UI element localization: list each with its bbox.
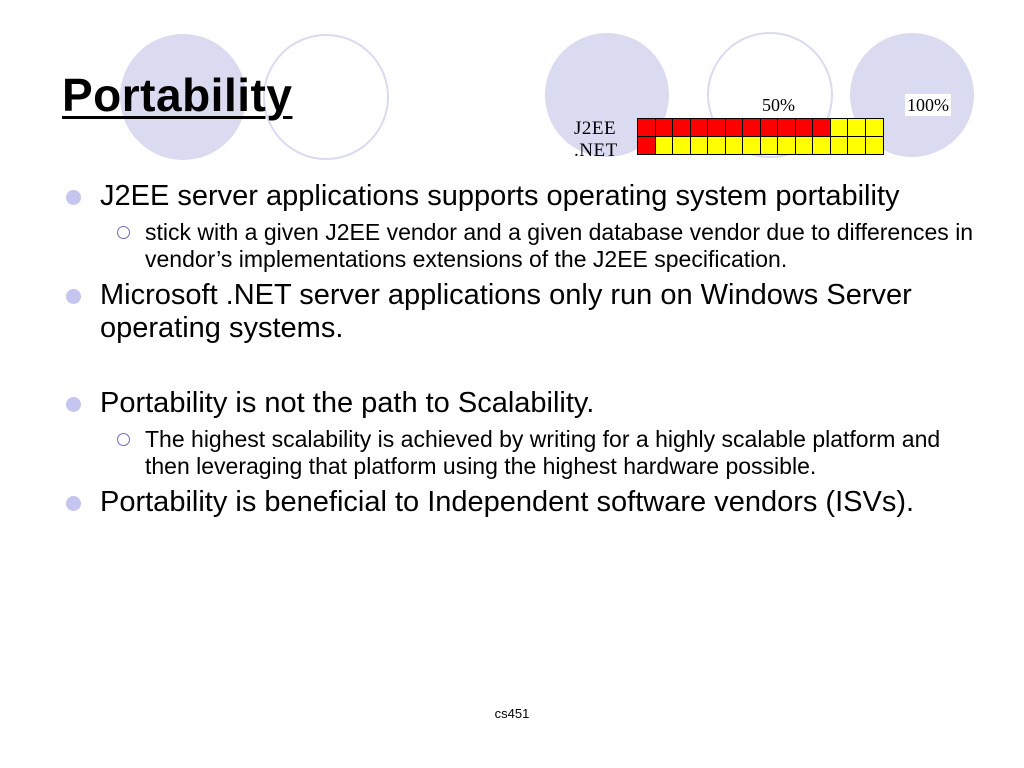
row-label-net: .NET bbox=[574, 140, 618, 161]
sub-bullet-text: The highest scalability is achieved by w… bbox=[145, 426, 941, 479]
net-bar bbox=[637, 136, 884, 155]
bar-cell-red bbox=[759, 118, 779, 137]
slide-title: Portability bbox=[62, 69, 293, 121]
label-50-percent: 50% bbox=[760, 94, 797, 116]
bar-cell-red bbox=[672, 118, 691, 137]
deco-circle-outline-2 bbox=[707, 32, 833, 158]
bar-cell-yellow bbox=[829, 136, 849, 155]
bar-cell-yellow bbox=[724, 136, 744, 155]
bar-cell-red bbox=[707, 118, 726, 137]
sub-bullet-ring bbox=[117, 226, 130, 239]
bullet-dot bbox=[66, 496, 81, 511]
bar-cell-red bbox=[654, 118, 674, 137]
bullet-item: Portability is not the path to Scalabili… bbox=[62, 387, 982, 420]
deco-circle-outline-1 bbox=[263, 34, 389, 160]
bar-cell-red bbox=[742, 118, 761, 137]
bar-cell-red bbox=[812, 118, 831, 137]
bullet-dot bbox=[66, 190, 81, 205]
sub-bullet-text: stick with a given J2EE vendor and a giv… bbox=[145, 219, 974, 272]
bar-cell-red bbox=[724, 118, 744, 137]
bar-cell-red bbox=[777, 118, 796, 137]
bar-cell-red bbox=[637, 136, 656, 155]
row-label-j2ee: J2EE bbox=[574, 118, 617, 139]
bullet-text: Portability is not the path to Scalabili… bbox=[100, 387, 595, 419]
label-100-percent: 100% bbox=[905, 94, 951, 116]
sub-bullet-ring bbox=[117, 433, 130, 446]
deco-circle-filled-1 bbox=[120, 34, 246, 160]
bar-cell-yellow bbox=[759, 136, 779, 155]
bullet-text: Microsoft .NET server applications only … bbox=[100, 279, 912, 344]
bullet-dot bbox=[66, 289, 81, 304]
bar-cell-yellow bbox=[864, 118, 884, 137]
footer-text: cs451 bbox=[494, 706, 530, 721]
sub-bullet-item: stick with a given J2EE vendor and a giv… bbox=[62, 219, 982, 273]
bar-cell-yellow bbox=[847, 118, 866, 137]
bar-cell-yellow bbox=[707, 136, 726, 155]
bullet-text: J2EE server applications supports operat… bbox=[100, 180, 900, 212]
bullet-text: Portability is beneficial to Independent… bbox=[100, 486, 915, 518]
bar-cell-yellow bbox=[829, 118, 849, 137]
bar-cell-yellow bbox=[794, 136, 814, 155]
bar-cell-yellow bbox=[777, 136, 796, 155]
bullet-item: Portability is beneficial to Independent… bbox=[62, 486, 982, 519]
bar-cell-yellow bbox=[654, 136, 674, 155]
bar-cell-red bbox=[689, 118, 709, 137]
bullet-dot bbox=[66, 397, 81, 412]
bar-cell-red bbox=[637, 118, 656, 137]
bullet-item: Microsoft .NET server applications only … bbox=[62, 279, 982, 345]
portability-bar-chart: 50% 100% J2EE .NET bbox=[570, 94, 970, 166]
bullet-list: J2EE server applications supports operat… bbox=[62, 180, 982, 525]
bar-cell-yellow bbox=[689, 136, 709, 155]
bar-cell-yellow bbox=[847, 136, 866, 155]
bullet-item: J2EE server applications supports operat… bbox=[62, 180, 982, 213]
bar-cell-red bbox=[794, 118, 814, 137]
bar-cell-yellow bbox=[812, 136, 831, 155]
bar-cell-yellow bbox=[672, 136, 691, 155]
j2ee-bar bbox=[637, 118, 884, 137]
bar-cell-yellow bbox=[742, 136, 761, 155]
bar-cell-yellow bbox=[864, 136, 884, 155]
sub-bullet-item: The highest scalability is achieved by w… bbox=[62, 426, 982, 480]
